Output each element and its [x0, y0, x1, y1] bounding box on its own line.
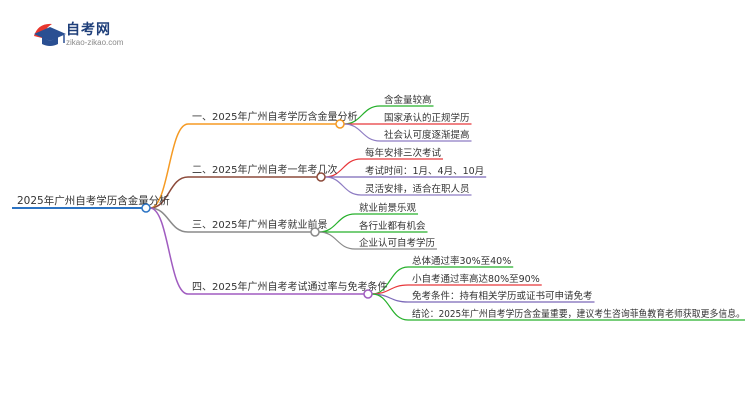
child-label-1-2: 国家承认的正规学历	[384, 112, 470, 124]
branch-label-4: 四、2025年广州自考考试通过率与免考条件	[192, 280, 387, 293]
branch-collapse-toggle-4	[363, 289, 373, 299]
root-label: 2025年广州自考学历含金量分析	[17, 194, 170, 207]
child-label-1-1: 含金量较高	[384, 94, 432, 106]
child-label-3-2: 各行业都有机会	[359, 220, 426, 232]
child-label-2-3: 灵活安排，适合在职人员	[365, 183, 470, 195]
edge-branch-4-child-4	[371, 293, 409, 321]
edge-branch-3-child-3	[318, 231, 356, 250]
branch-label-3: 三、2025年广州自考就业前景	[192, 218, 327, 231]
branch-collapse-toggle-2	[316, 172, 326, 182]
branch-collapse-toggle-3	[310, 227, 320, 237]
child-label-4-4: 结论：2025年广州自考学历含金量重要，建议考生咨询菲鱼教育老师获取更多信息。	[412, 308, 745, 320]
root-collapse-toggle	[141, 203, 151, 213]
branch-collapse-toggle-1	[335, 119, 345, 129]
child-label-4-2: 小自考通过率高达80%至90%	[412, 273, 540, 285]
mind-map-nodes: 2025年广州自考学历含金量分析 一、2025年广州自考学历含金量分析 含金量较高国…	[12, 94, 745, 321]
logo-name[interactable]: 自考网	[66, 21, 111, 37]
edge-branch-2-child-3	[324, 176, 362, 196]
mind-map-edges	[149, 105, 409, 321]
branch-label-1: 一、2025年广州自考学历含金量分析	[192, 110, 357, 123]
child-label-3-3: 企业认可自考学历	[359, 237, 435, 249]
child-label-1-3: 社会认可度逐渐提高	[384, 129, 470, 141]
child-label-2-2: 考试时间：1月、4月、10月	[365, 165, 484, 177]
child-label-2-1: 每年安排三次考试	[365, 147, 442, 159]
edge-branch-1-child-3	[343, 123, 381, 142]
edge-root-branch-1	[149, 123, 189, 209]
edge-root-branch-2	[149, 176, 189, 209]
edge-root-branch-4	[149, 207, 189, 295]
logo-domain: zikao-zikao.com	[66, 38, 124, 47]
child-label-4-1: 总体通过率30%至40%	[412, 255, 511, 267]
child-label-3-1: 就业前景乐观	[359, 202, 417, 214]
child-label-4-3: 免考条件：持有相关学历或证书可申请免考	[412, 290, 593, 302]
logo-graduation-cap-icon	[34, 23, 66, 46]
branch-label-2: 二、2025年广州自考一年考几次	[192, 163, 337, 176]
